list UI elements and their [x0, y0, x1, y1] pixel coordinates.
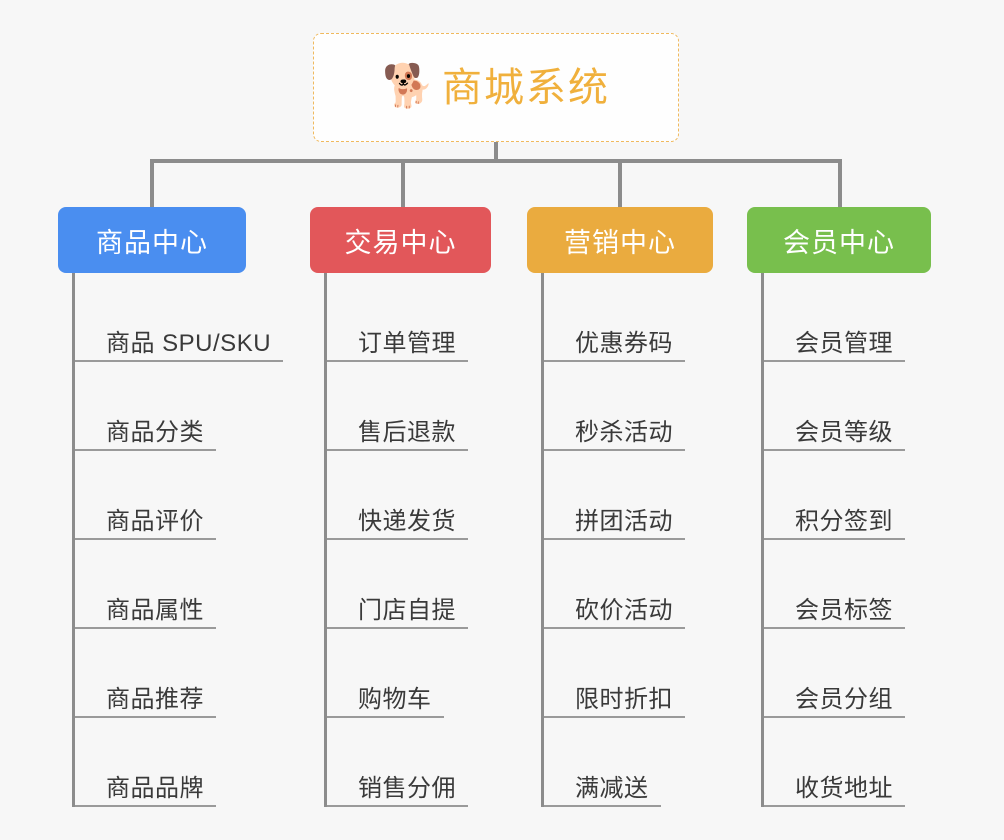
leaf-item-label: 积分签到: [795, 508, 893, 535]
leaf-item[interactable]: 满减送: [544, 718, 713, 807]
leaf-item[interactable]: 销售分佣: [327, 718, 491, 807]
leaf-underline: [327, 360, 468, 362]
leaf-item-label: 会员分组: [795, 686, 893, 713]
category-box-product-center[interactable]: 商品中心: [58, 207, 246, 273]
leaf-underline: [75, 449, 216, 451]
leaf-item-label: 商品分类: [106, 419, 204, 446]
leaf-item[interactable]: 商品评价: [75, 451, 246, 540]
connector-drop-member-center: [838, 159, 842, 207]
leaf-item-label: 门店自提: [358, 597, 456, 624]
leaf-underline: [764, 627, 905, 629]
branch-marketing-center: 营销中心 优惠券码秒杀活动拼团活动砍价活动限时折扣满减送: [527, 207, 713, 807]
leaf-underline: [327, 449, 468, 451]
leaf-item-label: 订单管理: [358, 330, 456, 357]
leaf-underline: [327, 716, 444, 718]
leaf-item-label: 销售分佣: [358, 775, 456, 802]
leaf-underline: [544, 716, 685, 718]
leaf-item-label: 收货地址: [795, 775, 893, 802]
category-label: 商品中心: [96, 227, 208, 258]
leaf-underline: [544, 805, 661, 807]
leaf-list-product-center: 商品 SPU/SKU 商品分类商品评价商品属性商品推荐商品品牌: [72, 273, 283, 807]
leaf-item[interactable]: 快递发货: [327, 451, 491, 540]
leaf-underline: [764, 360, 905, 362]
leaf-list-member-center: 会员管理会员等级积分签到会员标签会员分组收货地址: [761, 273, 931, 807]
leaf-item[interactable]: 商品分类: [75, 362, 246, 451]
leaf-underline: [75, 805, 216, 807]
leaf-item[interactable]: 商品属性: [75, 540, 246, 629]
branch-member-center: 会员中心 会员管理会员等级积分签到会员标签会员分组收货地址: [747, 207, 931, 807]
connector-horizontal-bus: [150, 159, 842, 163]
category-label: 会员中心: [783, 227, 895, 258]
leaf-item-label: 会员管理: [795, 330, 893, 357]
category-box-trade-center[interactable]: 交易中心: [310, 207, 491, 273]
leaf-underline: [75, 538, 216, 540]
leaf-item[interactable]: 商品推荐: [75, 629, 246, 718]
leaf-item-label: 商品 SPU/SKU: [106, 330, 272, 357]
leaf-item[interactable]: 拼团活动: [544, 451, 713, 540]
leaf-item-label: 商品属性: [106, 597, 204, 624]
connector-drop-marketing-center: [618, 159, 622, 207]
connector-root-stem: [494, 142, 498, 162]
leaf-underline: [75, 627, 216, 629]
leaf-item-label: 限时折扣: [575, 686, 673, 713]
leaf-underline: [544, 449, 685, 451]
leaf-item-label: 售后退款: [358, 419, 456, 446]
shiba-dog-face-icon: 🐕: [382, 61, 435, 109]
leaf-item[interactable]: 限时折扣: [544, 629, 713, 718]
leaf-item-label: 商品推荐: [106, 686, 204, 713]
leaf-item[interactable]: 会员等级: [764, 362, 931, 451]
leaf-item[interactable]: 门店自提: [327, 540, 491, 629]
leaf-item[interactable]: 收货地址: [764, 718, 931, 807]
leaf-item[interactable]: 砍价活动: [544, 540, 713, 629]
leaf-item[interactable]: 会员分组: [764, 629, 931, 718]
leaf-underline: [764, 716, 905, 718]
leaf-item-label: 优惠券码: [575, 330, 673, 357]
leaf-item[interactable]: 积分签到: [764, 451, 931, 540]
connector-drop-product-center: [150, 159, 154, 207]
leaf-list-trade-center: 订单管理售后退款快递发货门店自提购物车销售分佣: [324, 273, 491, 807]
leaf-item-label: 秒杀活动: [575, 419, 673, 446]
leaf-item-label: 满减送: [575, 775, 649, 802]
leaf-item[interactable]: 商品 SPU/SKU: [75, 273, 283, 362]
leaf-item[interactable]: 订单管理: [327, 273, 491, 362]
leaf-item[interactable]: 售后退款: [327, 362, 491, 451]
leaf-underline: [764, 538, 905, 540]
leaf-underline: [544, 538, 685, 540]
leaf-item-label: 会员等级: [795, 419, 893, 446]
leaf-list-marketing-center: 优惠券码秒杀活动拼团活动砍价活动限时折扣满减送: [541, 273, 713, 807]
leaf-item[interactable]: 会员标签: [764, 540, 931, 629]
connector-drop-trade-center: [401, 159, 405, 207]
root-node-label: 商城系统: [442, 65, 610, 110]
leaf-item[interactable]: 商品品牌: [75, 718, 246, 807]
leaf-item-label: 商品品牌: [106, 775, 204, 802]
leaf-item[interactable]: 会员管理: [764, 273, 931, 362]
leaf-underline: [544, 360, 685, 362]
leaf-underline: [75, 360, 283, 362]
leaf-underline: [764, 805, 905, 807]
leaf-item-label: 商品评价: [106, 508, 204, 535]
leaf-item-label: 会员标签: [795, 597, 893, 624]
leaf-item[interactable]: 秒杀活动: [544, 362, 713, 451]
leaf-item[interactable]: 购物车: [327, 629, 491, 718]
leaf-underline: [327, 627, 468, 629]
category-label: 交易中心: [344, 227, 457, 258]
root-node[interactable]: 🐕 商城系统: [313, 33, 679, 142]
leaf-underline: [327, 538, 468, 540]
branch-trade-center: 交易中心 订单管理售后退款快递发货门店自提购物车销售分佣: [310, 207, 491, 807]
leaf-item-label: 拼团活动: [575, 508, 673, 535]
leaf-item-label: 砍价活动: [575, 597, 673, 624]
category-box-member-center[interactable]: 会员中心: [747, 207, 931, 273]
leaf-underline: [75, 716, 216, 718]
leaf-item-label: 快递发货: [358, 508, 456, 535]
leaf-underline: [544, 627, 685, 629]
leaf-item[interactable]: 优惠券码: [544, 273, 713, 362]
category-label: 营销中心: [564, 227, 676, 258]
category-box-marketing-center[interactable]: 营销中心: [527, 207, 713, 273]
leaf-underline: [764, 449, 905, 451]
leaf-item-label: 购物车: [358, 686, 432, 713]
branch-product-center: 商品中心 商品 SPU/SKU 商品分类商品评价商品属性商品推荐商品品牌: [58, 207, 283, 807]
leaf-underline: [327, 805, 468, 807]
